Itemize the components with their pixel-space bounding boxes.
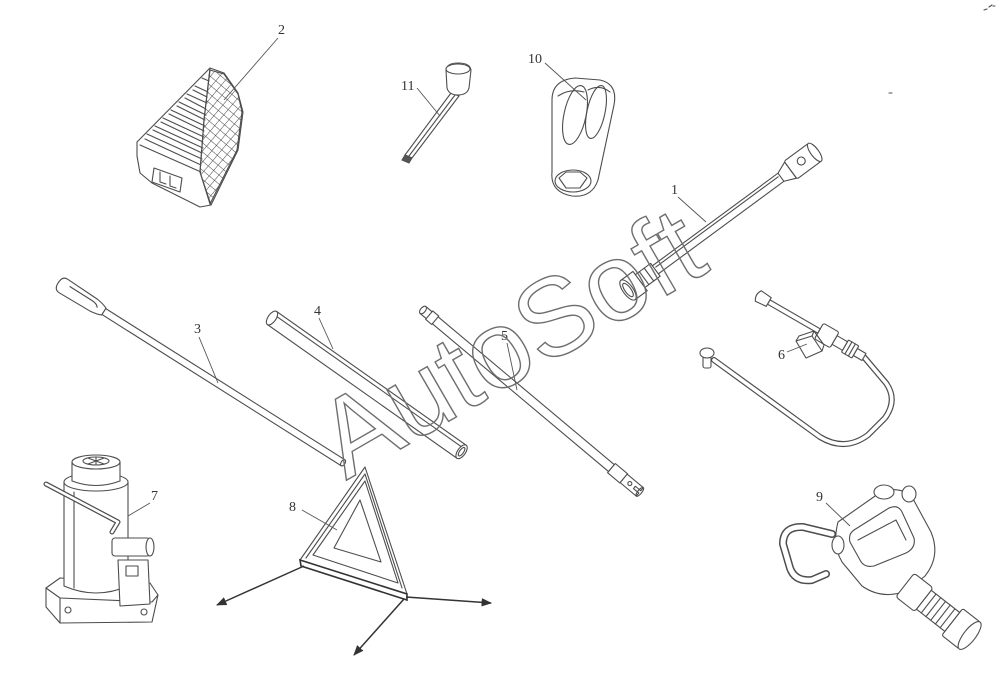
part-2-wheel-chock — [136, 67, 244, 208]
callout-1: 1 — [671, 183, 678, 198]
triangle-leg-left — [216, 565, 305, 606]
triangle-leg-front — [353, 598, 405, 656]
leader-line-5 — [506, 342, 518, 391]
shackle-pin — [873, 484, 895, 500]
callout-2: 2 — [278, 23, 285, 38]
handle-t-grip — [699, 347, 715, 359]
shackle-shaft — [896, 573, 982, 650]
chock-ribs — [139, 77, 210, 173]
leader-line-10 — [544, 62, 587, 101]
part-6-jack-handle — [699, 290, 895, 447]
callout-3: 3 — [194, 322, 201, 337]
bag-end-cap — [554, 169, 592, 193]
part-7-bottle-jack — [43, 454, 159, 624]
watermark-text: AutoSoft — [297, 184, 724, 501]
callout-labels: 1 2 3 4 5 6 7 8 9 10 11 — [151, 23, 823, 515]
part-3-rod — [55, 277, 347, 467]
part-8-warning-triangle — [216, 466, 493, 656]
callout-4: 4 — [314, 304, 321, 319]
leader-lines — [127, 37, 851, 531]
leader-line-3 — [198, 336, 219, 384]
scan-speck — [888, 4, 996, 94]
callout-8: 8 — [289, 500, 296, 515]
callout-9: 9 — [816, 490, 823, 505]
callout-7: 7 — [151, 489, 158, 504]
callout-10: 10 — [528, 52, 542, 67]
triangle-base-bar — [298, 558, 408, 602]
leader-line-11 — [416, 87, 441, 117]
part-10-tool-bag — [551, 77, 616, 197]
part-11-tool — [401, 62, 472, 164]
leader-line-7 — [127, 502, 151, 517]
handle-adapter-block — [795, 330, 825, 359]
part-9-tow-shackle — [779, 484, 982, 650]
leader-line-4 — [318, 317, 334, 350]
leader-line-1 — [677, 196, 707, 223]
callout-6: 6 — [778, 348, 785, 363]
part-4-tube — [265, 310, 468, 460]
leader-line-8 — [301, 509, 338, 531]
triangle-leg-right — [405, 596, 493, 607]
callout-11: 11 — [401, 79, 414, 94]
callout-5: 5 — [501, 329, 508, 344]
leader-line-9 — [825, 502, 851, 527]
triangle-reflector-window — [333, 499, 382, 563]
leader-line-2 — [223, 37, 279, 101]
leader-line-6 — [786, 343, 808, 353]
part-1-wheel-wrench — [619, 142, 823, 301]
